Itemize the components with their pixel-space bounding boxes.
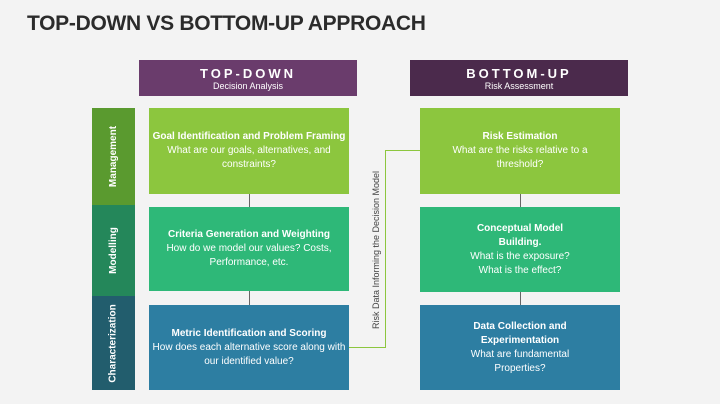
connector-line (520, 292, 521, 305)
page-title: TOP-DOWN VS BOTTOM-UP APPROACH (27, 12, 426, 35)
connector-line (520, 194, 521, 207)
top-down-title: TOP-DOWN (200, 65, 296, 81)
connector-label: Risk Data Informing the Decision Model (371, 170, 381, 330)
connector-line (249, 291, 250, 305)
connector-line (249, 194, 250, 207)
risk-connector-line (385, 150, 420, 151)
top-down-header: TOP-DOWN Decision Analysis (139, 60, 357, 96)
bottom-up-title: BOTTOM-UP (466, 65, 572, 81)
top-down-subtitle: Decision Analysis (212, 80, 284, 91)
row-label-modelling: Modelling (92, 205, 135, 296)
row-label-characterization: Characterization (92, 296, 135, 390)
risk-connector-line (349, 347, 386, 348)
bottom-up-header: BOTTOM-UP Risk Assessment (410, 60, 628, 96)
right-box-conceptual: Conceptual Model Building.What is the ex… (420, 207, 620, 292)
row-label-management: Management (92, 108, 135, 205)
risk-connector-line (385, 150, 386, 347)
bottom-up-subtitle: Risk Assessment (484, 80, 554, 91)
